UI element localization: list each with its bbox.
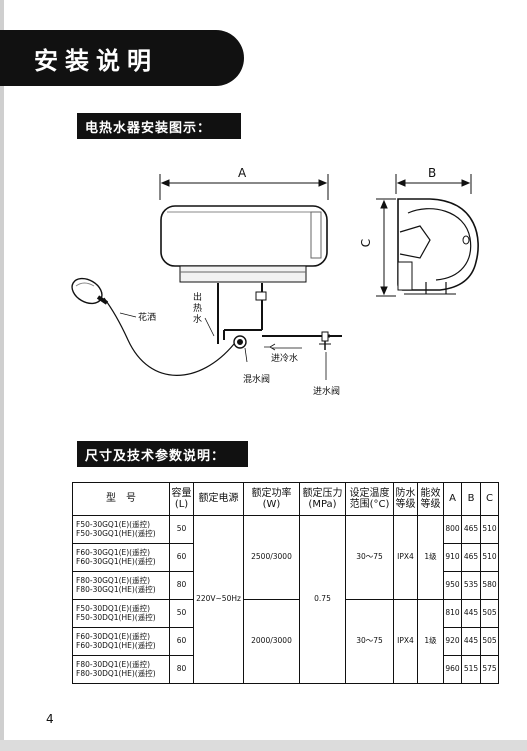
dimension-c-cell: 505 <box>480 627 499 656</box>
cold-water-in-label: 进冷水 <box>271 354 299 364</box>
rated-power-cell: 2000/3000 <box>243 599 300 684</box>
dimension-c-label: C <box>359 238 374 248</box>
dimension-a-cell: 810 <box>443 599 462 628</box>
model-cell: F80-30GQ1(E)(遥控)F80-30GQ1(HE)(遥控) <box>72 571 170 600</box>
header-b: B <box>461 482 481 516</box>
dimension-b-cell: 465 <box>461 543 481 572</box>
dimension-a-label: A <box>238 166 247 180</box>
spec-table-header: 型 号 容量(L) 额定电源 额定功率(W) 额定压力(MPa) 设定温度范围(… <box>72 482 499 516</box>
capacity-cell: 80 <box>169 571 194 600</box>
dimension-b-cell: 445 <box>461 599 481 628</box>
dimension-c-cell: 510 <box>480 543 499 572</box>
dimension-b-cell: 465 <box>461 515 481 544</box>
table-row: F80-30DQ1(E)(遥控)F80-30DQ1(HE)(遥控) 80 960… <box>72 655 499 684</box>
capacity-cell: 80 <box>169 655 194 684</box>
installation-diagram <box>71 174 479 380</box>
efficiency-cell: 1级 <box>417 515 444 600</box>
header-rated-pressure: 额定压力(MPa) <box>299 482 346 516</box>
section-title-installation: 电热水器安装图示： <box>85 121 212 136</box>
waterproof-cell: IPX4 <box>393 515 418 600</box>
dimension-a-cell: 800 <box>443 515 462 544</box>
table-row: F50-30GQ1(E)(遥控)F50-30GQ1(HE)(遥控) 50 220… <box>72 515 499 684</box>
dimension-b-label: B <box>428 166 437 180</box>
table-row: F80-30GQ1(E)(遥控)F80-30GQ1(HE)(遥控) 80 950… <box>72 571 499 600</box>
temp-range-cell: 30～75 <box>345 515 394 600</box>
temp-range-cell: 30～75 <box>345 599 394 684</box>
inlet-valve-label: 进水阀 <box>313 387 341 397</box>
dimension-c-cell: 575 <box>480 655 499 684</box>
header-c: C <box>480 482 499 516</box>
table-row: F60-30GQ1(E)(遥控)F60-30GQ1(HE)(遥控) 60 910… <box>72 543 499 572</box>
efficiency-cell: 1级 <box>417 599 444 684</box>
capacity-cell: 60 <box>169 627 194 656</box>
page-header-band: 安装说明 <box>0 30 244 86</box>
power-supply-cell: 220V~50Hz <box>193 515 244 684</box>
dimension-b-cell: 535 <box>461 571 481 600</box>
dimension-a-cell: 920 <box>443 627 462 656</box>
dimension-a-cell: 910 <box>443 543 462 572</box>
header-efficiency: 能效等级 <box>417 482 444 516</box>
header-temp-range: 设定温度范围(°C) <box>345 482 394 516</box>
waterproof-cell: IPX4 <box>393 599 418 684</box>
dimension-c-cell: 580 <box>480 571 499 600</box>
model-cell: F50-30GQ1(E)(遥控)F50-30GQ1(HE)(遥控) <box>72 515 170 544</box>
header-capacity: 容量(L) <box>169 482 194 516</box>
page-title: 安装说明 <box>34 47 158 75</box>
capacity-cell: 60 <box>169 543 194 572</box>
page-bottom-edge <box>0 740 527 751</box>
spec-table: 型 号 容量(L) 额定电源 额定功率(W) 额定压力(MPa) 设定温度范围(… <box>72 482 499 684</box>
dimension-c-cell: 505 <box>480 599 499 628</box>
dimension-a-cell: 960 <box>443 655 462 684</box>
model-cell: F60-30DQ1(E)(遥控)F60-30DQ1(HE)(遥控) <box>72 627 170 656</box>
table-row: F50-30DQ1(E)(遥控)F50-30DQ1(HE)(遥控) 50 200… <box>72 599 499 684</box>
dimension-b-cell: 515 <box>461 655 481 684</box>
header-power-supply: 额定电源 <box>193 482 244 516</box>
section-heading-specs: 尺寸及技术参数说明： <box>73 441 248 467</box>
dimension-b-cell: 445 <box>461 627 481 656</box>
header-waterproof: 防水等级 <box>393 482 418 516</box>
hot-water-out-label: 出热水 <box>193 293 203 325</box>
header-model: 型 号 <box>72 482 170 516</box>
page-edge <box>0 0 4 751</box>
capacity-cell: 50 <box>169 515 194 544</box>
model-cell: F80-30DQ1(E)(遥控)F80-30DQ1(HE)(遥控) <box>72 655 170 684</box>
page-number: 4 <box>46 712 54 726</box>
section-heading-installation: 电热水器安装图示： <box>73 113 241 139</box>
model-cell: F50-30DQ1(E)(遥控)F50-30DQ1(HE)(遥控) <box>72 599 170 628</box>
header-a: A <box>443 482 462 516</box>
header-rated-power: 额定功率(W) <box>243 482 300 516</box>
mixing-valve-label: 混水阀 <box>243 375 271 385</box>
capacity-cell: 50 <box>169 599 194 628</box>
model-cell: F60-30GQ1(E)(遥控)F60-30GQ1(HE)(遥控) <box>72 543 170 572</box>
shower-label: 花洒 <box>138 313 157 323</box>
section-title-specs: 尺寸及技术参数说明： <box>85 449 226 464</box>
rated-power-cell: 2500/3000 <box>243 515 300 600</box>
rated-pressure-cell: 0.75 <box>299 515 346 684</box>
dimension-c-cell: 510 <box>480 515 499 544</box>
dimension-a-cell: 950 <box>443 571 462 600</box>
